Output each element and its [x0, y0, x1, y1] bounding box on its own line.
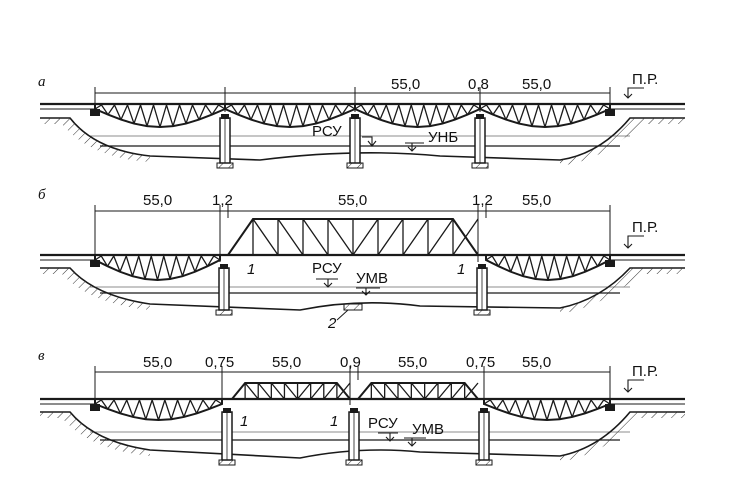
temporary-support-b: [343, 303, 363, 311]
dim-a-1: 55,0: [391, 76, 420, 93]
bearing: [220, 264, 228, 269]
pier-footing: [216, 162, 234, 169]
panel-label-b: б: [38, 187, 46, 203]
abutment-bearing: [605, 260, 615, 267]
piers-b: [215, 264, 491, 316]
bearing: [478, 264, 486, 269]
truss-spans-v: [90, 382, 615, 422]
truss-chord: [479, 105, 611, 129]
dim-v-1: 55,0: [143, 354, 172, 371]
abutment-bearing: [605, 404, 615, 411]
dim-b-3: 55,0: [338, 192, 367, 209]
truss-web: [94, 102, 226, 128]
panel-label-a: а: [38, 74, 46, 90]
level-umv-b: УМВ: [356, 270, 388, 287]
truss-chord: [354, 105, 481, 129]
dim-v-5: 55,0: [398, 354, 427, 371]
truss-web: [94, 397, 223, 421]
dim-b-2: 1,2: [212, 192, 233, 209]
pier-footing: [471, 162, 489, 169]
pier-footing: [473, 309, 491, 316]
panel-a: а 55,0 0,8 55,0 РСУ УНБ: [38, 71, 685, 169]
truss-web: [354, 102, 481, 128]
bank-mark-b: П.Р.: [632, 219, 658, 236]
truss-web: [370, 382, 479, 400]
level-rsu-a: РСУ: [312, 123, 342, 140]
truss-web: [252, 218, 479, 256]
level-rsu-b: РСУ: [312, 260, 342, 277]
bearing: [480, 408, 488, 413]
dimension-line-a: [94, 87, 611, 112]
truss-chord: [485, 256, 611, 282]
level-unb-a: УНБ: [428, 129, 458, 146]
truss-web: [94, 253, 221, 281]
pier-footing: [218, 459, 236, 466]
piers-a: [216, 114, 489, 169]
bearing: [476, 114, 484, 119]
level-umv-v: УМВ: [412, 421, 444, 438]
pier-mark-v-1: 1: [240, 413, 248, 430]
panel-b: б 55,0 1,2 55,0 1,2 55,0 РСУ УМВ 1: [38, 187, 685, 332]
bank-mark-v: П.Р.: [632, 363, 658, 380]
dim-v-7: 55,0: [522, 354, 551, 371]
truss-web: [479, 102, 611, 128]
pier-footing: [345, 459, 363, 466]
dim-b-5: 55,0: [522, 192, 551, 209]
truss-chord: [94, 105, 226, 129]
dim-v-4: 0,9: [340, 354, 361, 371]
dim-v-2: 0,75: [205, 354, 234, 371]
truss-chord: [94, 256, 221, 282]
pier-footing: [346, 162, 364, 169]
dim-v-6: 0,75: [466, 354, 495, 371]
dim-b-1: 55,0: [143, 192, 172, 209]
truss-web: [224, 102, 356, 128]
panel-v: в 55,0 0,75 55,0 0,9 55,0 0,75 55,0 РСУ …: [38, 348, 685, 466]
truss-web: [483, 397, 611, 421]
dim-a-3: 55,0: [522, 76, 551, 93]
panel-label-v: в: [38, 348, 45, 364]
bank-mark-a: П.Р.: [632, 71, 658, 88]
dim-v-3: 55,0: [272, 354, 301, 371]
dim-a-2: 0,8: [468, 76, 489, 93]
pier-mark-b-1: 1: [247, 261, 255, 278]
truss-chord: [483, 400, 611, 422]
truss-spans-a: [90, 102, 615, 129]
abutment-bearing: [90, 260, 100, 267]
bearing: [350, 408, 358, 413]
pier-footing: [215, 309, 233, 316]
pier-mark-b-2: 1: [457, 261, 465, 278]
bearing: [351, 114, 359, 119]
truss-chord: [94, 400, 223, 422]
bearing: [223, 408, 231, 413]
pier-footing: [475, 459, 493, 466]
bearing: [221, 114, 229, 119]
dimension-line-b: [94, 205, 611, 262]
abutment-bearing: [90, 109, 100, 116]
abutment-bearing: [90, 404, 100, 411]
abutment-bearing: [605, 109, 615, 116]
truss-web: [485, 253, 611, 281]
pier-mark-v-2: 1: [330, 413, 338, 430]
dim-b-4: 1,2: [472, 192, 493, 209]
piers-v: [218, 408, 493, 466]
pier-mark-b-3: 2: [327, 315, 337, 332]
truss-web: [244, 382, 351, 400]
level-rsu-v: РСУ: [368, 415, 398, 432]
truss-spans-b: [90, 218, 615, 282]
